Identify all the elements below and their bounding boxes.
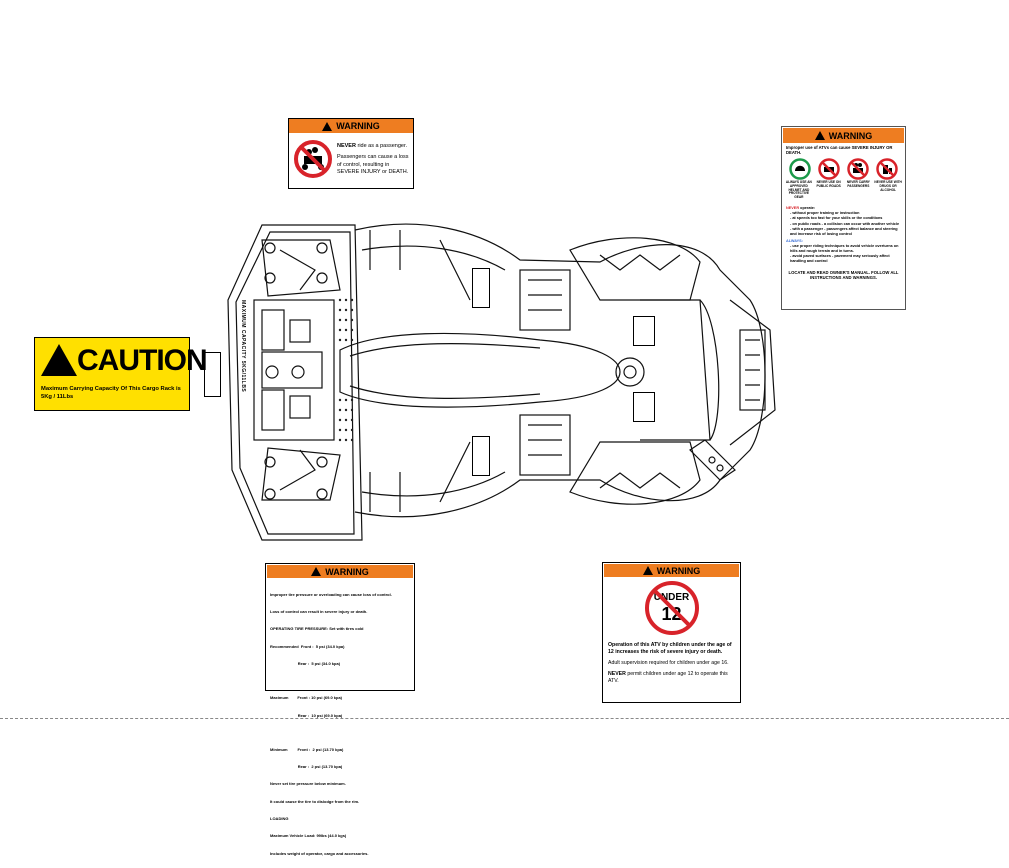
- label-marker-front-left: [633, 316, 655, 346]
- age-warning-supervision: Adult supervision required for children …: [608, 660, 729, 667]
- label-marker-rack: [204, 352, 221, 397]
- label-marker-front-right: [633, 392, 655, 422]
- cargo-rack-caution-label: CAUTION Maximum Carrying Capacity Of Thi…: [34, 337, 208, 411]
- atv-top-view-diagram: [227, 223, 776, 541]
- no-passenger-icon: [847, 158, 869, 180]
- under-sign-text: UNDER: [653, 592, 690, 603]
- warning-triangle-icon: [311, 567, 322, 576]
- tire-line: [270, 730, 410, 735]
- tire-line: Maximum Vehicle Load: 99lbs (44.0 kgs): [270, 833, 347, 839]
- warning-triangle-icon: [322, 121, 333, 131]
- icon-caption: ALWAYS USE AN APPROVED HELMET AND PROTEC…: [785, 179, 812, 200]
- atv-use-footer: LOCATE AND READ OWNER'S MANUAL. FOLLOW A…: [788, 269, 899, 281]
- tire-warning-header: WARNING: [267, 565, 413, 578]
- tire-line: Rear : 10 psi (69.0 kpa): [270, 712, 343, 718]
- under-12-warning-label: WARNING UNDER 12 Operation of this ATV b…: [602, 562, 741, 703]
- warning-title: WARNING: [336, 121, 380, 131]
- passenger-warning-label: WARNING NEVER ride as a passenger. Passe…: [288, 118, 414, 189]
- tire-line: Loss of control can result in severe inj…: [270, 608, 368, 614]
- label-marker-rear-right: [472, 436, 490, 476]
- page-edge-line: [0, 718, 1009, 720]
- tire-line: Never set tire pressure below minimum.: [270, 781, 346, 787]
- tire-line: LOADING: [270, 816, 289, 822]
- caution-triangle-icon: [41, 344, 77, 376]
- icon-caption: NEVER CARRY PASSENGERS: [846, 179, 870, 188]
- age-warning-header: WARNING: [604, 564, 739, 577]
- tire-line: Rear : 2 psi (13.70 kpa): [270, 763, 343, 769]
- never-item: - without proper training or instruction: [790, 211, 860, 216]
- tire-line: It could cause the tire to dislodge from…: [270, 798, 360, 804]
- atv-use-intro: Improper use of ATVs can cause SEVERE IN…: [786, 145, 893, 156]
- tire-line: OPERATING TIRE PRESSURE: Set with tires …: [270, 626, 364, 632]
- warning-title: WARNING: [828, 130, 873, 141]
- always-title: ALWAYS:: [786, 238, 803, 243]
- passenger-warning-line2: Passengers can cause a loss of control, …: [337, 154, 409, 176]
- tire-line: Improper tire pressure or overloading ca…: [270, 591, 392, 597]
- tire-line: Includes weight of operator, cargo and a…: [270, 850, 369, 856]
- rack-embossed-text: MAXIMUM CAPACITY 5KG/11LBS: [240, 300, 246, 393]
- caution-text: Maximum Carrying Capacity Of This Cargo …: [41, 386, 181, 400]
- tire-pressure-warning-label: WARNING Improper tire pressure or overlo…: [265, 563, 415, 856]
- age-number: 12: [661, 604, 682, 624]
- no-public-road-icon: [818, 158, 840, 180]
- under-12-prohibition-icon: UNDER 12: [644, 580, 700, 636]
- passenger-warning-line1: NEVER ride as a passenger.: [337, 143, 408, 149]
- label-marker-rear-left: [472, 268, 490, 308]
- tire-warning-body: Improper tire pressure or overloading ca…: [270, 580, 410, 868]
- caution-title: CAUTION: [77, 344, 208, 377]
- atv-use-warning-header: WARNING: [783, 128, 904, 143]
- warning-title: WARNING: [325, 566, 369, 577]
- never-item: - at speeds too fast for your skills or …: [790, 216, 883, 221]
- age-warning-bold: Operation of this ATV by children under …: [608, 642, 732, 656]
- icon-caption: NEVER USE WITH DRUGS OR ALCOHOL: [874, 179, 902, 192]
- helmet-icon: [788, 158, 811, 180]
- always-item: - avoid paved surfaces - pavement may se…: [790, 254, 890, 264]
- age-warning-never: NEVER permit children under age 12 to op…: [608, 671, 728, 685]
- no-passenger-icon: [294, 140, 332, 178]
- warning-triangle-icon: [814, 131, 825, 140]
- warning-title: WARNING: [656, 565, 701, 576]
- always-item: - use proper riding techniques to avoid …: [790, 244, 899, 254]
- tire-line: Recommended Front : 5 psi (34.0 kpa): [270, 643, 345, 649]
- tire-line: Minimum Front : 2 psi (13.70 kpa): [270, 746, 344, 752]
- never-operate-title: NEVER operate:: [786, 206, 816, 211]
- never-item: - with a passenger - passengers affect b…: [790, 226, 898, 236]
- tire-line: Maximum Front : 10 psi (69.0 kpa): [270, 695, 343, 701]
- no-drugs-icon: [876, 158, 899, 180]
- tire-line: Rear : 5 psi (34.0 kpa): [270, 661, 341, 667]
- never-item: - on public roads - a collision can occu…: [790, 221, 900, 226]
- passenger-warning-header: WARNING: [289, 119, 413, 133]
- icon-caption: NEVER USE ON PUBLIC ROADS: [816, 179, 841, 188]
- warning-triangle-icon: [642, 566, 653, 575]
- tire-line: [270, 679, 410, 684]
- atv-use-warning-label: WARNING Improper use of ATVs can cause S…: [781, 126, 906, 310]
